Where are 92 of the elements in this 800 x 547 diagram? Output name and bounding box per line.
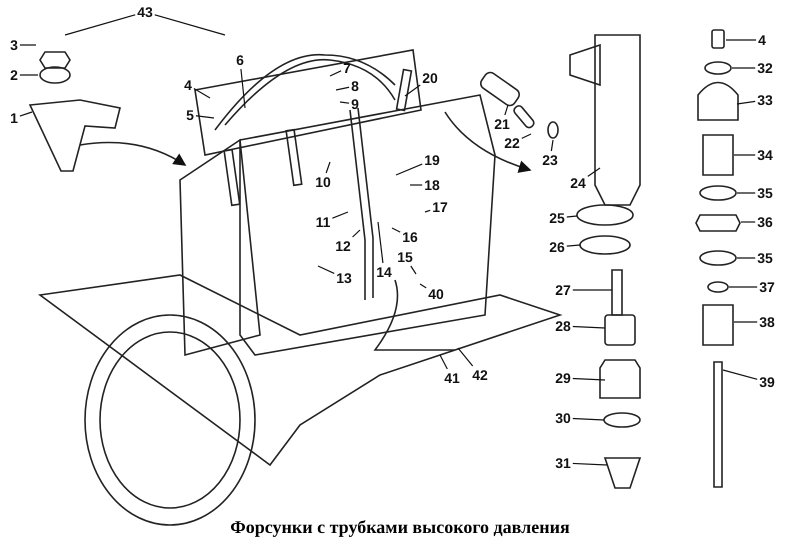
callout-number: 24: [569, 175, 587, 191]
caption: Форсунки с трубками высокого давления: [230, 517, 570, 538]
callout-number: 10: [314, 174, 332, 190]
leader-line: [439, 354, 448, 370]
leader-line: [336, 86, 350, 91]
callout-number: 35: [756, 185, 774, 201]
callout-number: 36: [756, 214, 774, 230]
leader-line: [318, 265, 334, 274]
callout-number: 20: [421, 70, 439, 86]
callout-number: 43: [136, 4, 154, 20]
callout-number: 19: [423, 152, 441, 168]
callout-number: 29: [554, 370, 572, 386]
callout-number: 27: [554, 282, 572, 298]
callout-number: 16: [401, 229, 419, 245]
leader-line: [240, 68, 246, 108]
callout-number: 22: [503, 135, 521, 151]
callout-number: 3: [9, 37, 19, 53]
callout-number: 32: [756, 60, 774, 76]
leader-line: [377, 222, 384, 264]
leader-line: [20, 111, 32, 117]
callout-number: 21: [493, 116, 511, 132]
leader-line: [741, 221, 756, 223]
leader-line: [572, 378, 606, 381]
callout-number: 25: [548, 210, 566, 226]
callout-number: 4: [183, 77, 193, 93]
leader-line: [392, 227, 400, 233]
leader-line: [352, 230, 360, 238]
callout-number: 4: [757, 32, 767, 48]
leader-line: [424, 210, 430, 213]
callout-number: 35: [756, 250, 774, 266]
callout-number: 8: [350, 78, 360, 94]
leader-line: [572, 289, 612, 291]
leader-line: [550, 140, 554, 152]
callout-number: 39: [758, 374, 776, 390]
callout-number: 5: [185, 107, 195, 123]
callout-number: 1: [9, 110, 19, 126]
callout-number: 40: [427, 286, 445, 302]
callout-number: 41: [443, 370, 461, 386]
leader-line: [734, 154, 756, 156]
leader-line: [572, 418, 604, 421]
callout-number: 11: [314, 214, 332, 230]
leader-line: [522, 133, 532, 139]
leader-line: [566, 244, 580, 247]
leader-line: [340, 101, 350, 104]
leader-line: [396, 164, 422, 176]
leader-line: [196, 115, 214, 119]
callout-number: 17: [431, 199, 449, 215]
leader-line: [154, 14, 226, 36]
leader-line: [20, 74, 38, 76]
leader-line: [194, 88, 210, 99]
leader-line: [729, 286, 758, 288]
callout-number: 38: [758, 314, 776, 330]
callout-number: 15: [396, 249, 414, 265]
callout-number: 31: [554, 455, 572, 471]
callout-number: 9: [350, 96, 360, 112]
callout-number: 28: [554, 318, 572, 334]
callout-number: 12: [334, 238, 352, 254]
leader-line: [722, 369, 758, 380]
leader-line: [420, 284, 427, 288]
leader-line: [458, 348, 474, 366]
leader-line: [737, 257, 756, 259]
callout-number: 26: [548, 239, 566, 255]
leader-line: [404, 84, 421, 96]
callout-number: 30: [554, 410, 572, 426]
leader-line: [734, 321, 758, 323]
callout-number: 37: [758, 279, 776, 295]
callout-number: 33: [756, 92, 774, 108]
leader-line: [726, 39, 756, 41]
callout-number: 18: [423, 177, 441, 193]
callout-number: 13: [335, 270, 353, 286]
leader-line: [572, 326, 606, 329]
callout-number: 14: [375, 264, 393, 280]
leader-line: [572, 462, 608, 466]
leader-line: [332, 211, 348, 219]
leader-line: [410, 266, 416, 274]
leader-line: [736, 100, 756, 105]
leader-line: [737, 192, 756, 194]
leader-line: [732, 67, 756, 69]
callout-number: 34: [756, 147, 774, 163]
callout-number: 2: [9, 67, 19, 83]
leader-line: [20, 44, 36, 46]
leader-line: [330, 70, 342, 77]
leader-line: [566, 215, 578, 218]
leader-line: [504, 104, 509, 116]
leader-line: [326, 162, 331, 174]
leader-line: [64, 14, 136, 36]
callout-number: 7: [342, 60, 352, 76]
leader-line: [410, 184, 422, 186]
callout-number: 42: [471, 367, 489, 383]
leader-line: [587, 168, 600, 177]
callout-number: 6: [235, 52, 245, 68]
callout-number: 23: [541, 152, 559, 168]
